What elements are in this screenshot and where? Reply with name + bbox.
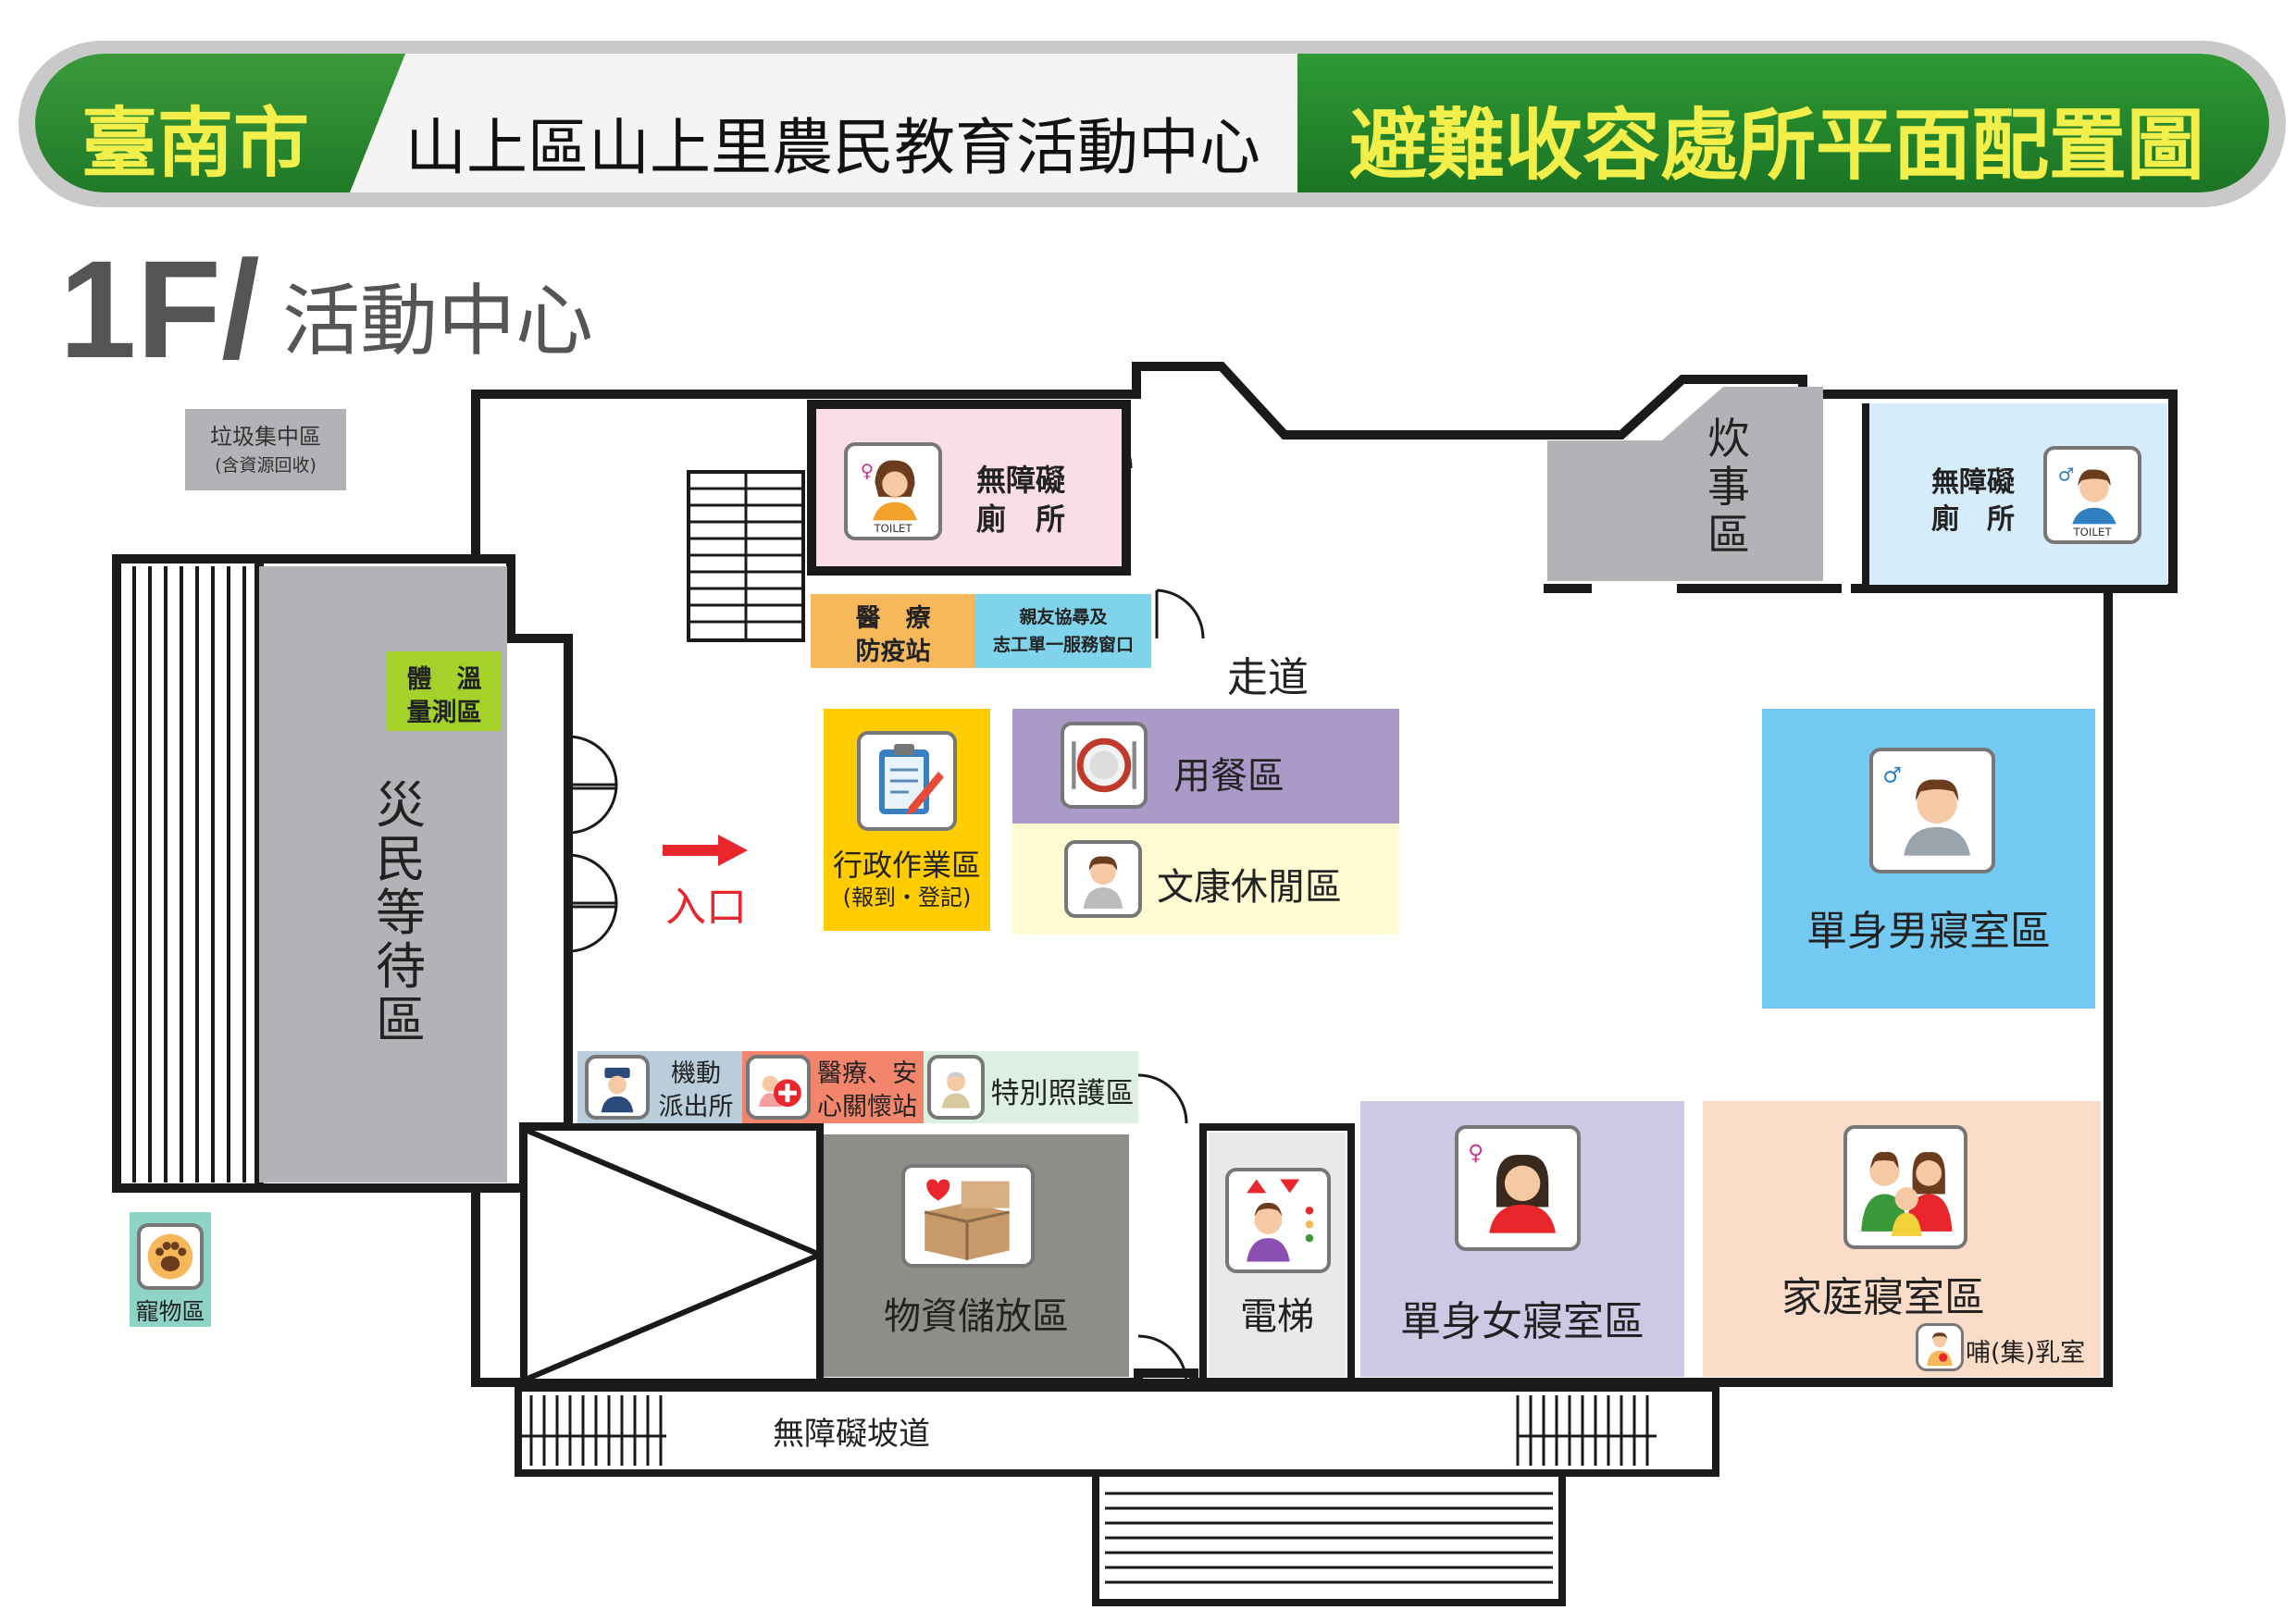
admin-label-2: (報到・登記) [842,885,972,910]
paw-icon [137,1223,204,1290]
toilet-female-sign: TOILET [873,522,912,535]
family-search-label-1: 親友協尋及 [1019,607,1108,627]
elevator-icon [1225,1168,1331,1273]
entrance-label: 入口 [665,884,747,931]
medical-care-label-2: 心關懷站 [817,1093,917,1121]
banner-title-panel [1297,54,2269,192]
toilet-male-sign: TOILET [2072,526,2112,539]
pet-label: 寵物區 [135,1298,205,1325]
header-banner-inner: 臺南市 山上區山上里農民教育活動中心 避難收容處所平面配置圖 [35,54,2269,192]
svg-text:♀: ♀ [1468,1141,1483,1165]
storage-label: 物資儲放區 [884,1295,1069,1338]
toilet-male-label-1: 無障礙 [1931,466,2015,499]
entrance-arrow-icon [663,835,748,866]
special-care-label: 特別照護區 [990,1077,1135,1110]
toilet-male-label-2: 廁 所 [1931,503,2015,536]
female-person-icon: ♀ [1455,1125,1581,1251]
temperature-label-2: 量測區 [406,699,482,727]
svg-text:♂: ♂ [1882,763,1902,787]
temperature-label-1: 體 溫 [406,665,482,694]
dining-label: 用餐區 [1173,755,1285,798]
svg-text:♂: ♂ [2058,464,2075,485]
police-icon [585,1055,650,1120]
banner-city-panel [35,54,405,192]
floor-name: 活動中心 [282,276,594,366]
police-label-2: 派出所 [658,1093,734,1121]
medical-cross-icon [746,1055,811,1120]
waiting-area-label: 災民等待區 [376,776,426,1049]
box-icon [901,1164,1035,1268]
police-label-1: 機動 [671,1059,721,1088]
family-dorm-label: 家庭寢室區 [1781,1274,1985,1321]
temperature-area [387,651,502,731]
clipboard-icon [857,731,957,831]
elder-care-icon [927,1055,985,1120]
medical-station-label-1: 醫 療 [855,604,931,633]
garbage-area [185,409,346,490]
dining-plate-icon [1061,722,1148,809]
garbage-area-label: 垃圾集中區 [210,424,321,450]
medical-station-label-2: 防疫站 [855,638,931,666]
family-search-window [975,594,1151,668]
ramp-label: 無障礙坡道 [773,1416,930,1453]
male-person-icon: ♂ [1869,748,1995,873]
city-name: 臺南市 [81,100,310,188]
floor-number: 1F/ [59,231,260,387]
medical-care-label-1: 醫療、安 [817,1059,917,1088]
elder-icon [1064,840,1142,918]
svg-text:♀: ♀ [861,460,874,481]
admin-label-1: 行政作業區 [832,848,981,883]
male-dorm-label: 單身男寢室區 [1806,908,2051,955]
toilet-female-label-2: 廁 所 [975,502,1065,537]
family-search-label-2: 志工單一服務窗口 [992,635,1134,655]
corridor-label: 走道 [1227,654,1309,701]
toilet-male-icon: ♂ TOILET [2043,446,2141,544]
toilet-female-icon: ♀ TOILET [844,442,942,540]
nursing-label: 哺(集)乳室 [1966,1339,2086,1368]
map-title: 避難收容處所平面配置圖 [1349,100,2205,191]
family-icon [1843,1125,1967,1249]
recreation-label: 文康休閒區 [1157,866,1342,909]
medical-station [811,594,975,668]
kitchen-label: 炊事區 [1707,414,1750,560]
nursing-icon [1916,1323,1964,1371]
garbage-area-sublabel: (含資源回收) [215,455,316,476]
female-dorm-label: 單身女寢室區 [1400,1298,1644,1345]
center-name: 山上區山上里農民教育活動中心 [405,112,1260,183]
elevator-label: 電梯 [1240,1295,1314,1338]
toilet-female-label-1: 無障礙 [975,463,1065,498]
